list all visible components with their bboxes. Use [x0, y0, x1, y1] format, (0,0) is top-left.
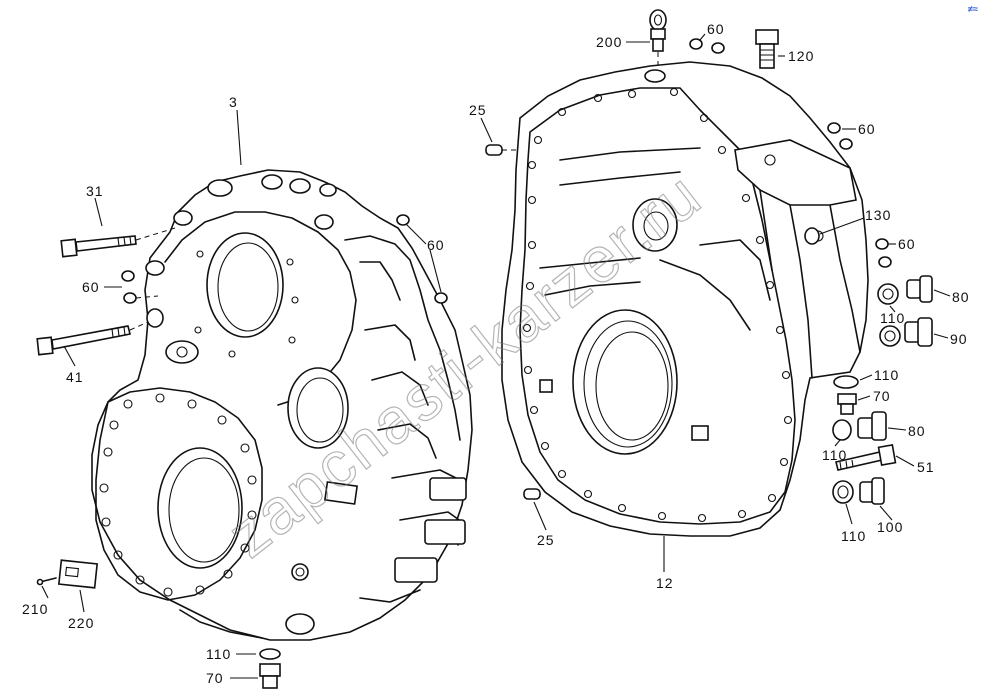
left-housing-bolt-holes: [99, 250, 299, 597]
dowel-pins-60-top: [689, 38, 725, 54]
callout-12: 12: [656, 575, 674, 591]
callout-210: 210: [22, 601, 48, 617]
callout-110-bottom: 110: [206, 646, 231, 662]
dowel-pins-60-mid: [396, 214, 448, 304]
callout-110-d: 110: [841, 528, 866, 544]
callout-60-mid: 60: [427, 237, 445, 253]
callout-labels: 3 31 41 60 60 200 60 120 25 60 130 60 80…: [22, 21, 970, 686]
callout-80-top: 80: [952, 289, 970, 305]
callout-100: 100: [877, 519, 903, 535]
plug-90: [904, 317, 933, 347]
washer-110-c: [833, 375, 859, 389]
callout-60-right: 60: [898, 236, 916, 252]
callout-90: 90: [950, 331, 968, 347]
callout-110-a: 110: [880, 310, 905, 326]
callout-110-b: 110: [874, 367, 899, 383]
plug-100: [859, 477, 885, 505]
callout-25-top: 25: [469, 102, 487, 118]
bolt-51: [835, 443, 897, 471]
plug-80-top: [906, 275, 933, 303]
callout-25-bottom: 25: [537, 532, 555, 548]
callout-60-left: 60: [82, 279, 100, 295]
pin-25-top: [485, 144, 520, 156]
pin-25-bottom: [523, 488, 541, 500]
plug-80-mid: [857, 411, 887, 441]
callout-220: 220: [68, 615, 94, 631]
callout-60-right-top: 60: [858, 121, 876, 137]
callout-110-c: 110: [822, 447, 847, 463]
washer-110-b: [879, 325, 901, 347]
dowel-pins-60-left: [121, 270, 159, 304]
callout-51: 51: [917, 459, 935, 475]
screw-210: [36, 577, 57, 586]
plug-70-right: [837, 393, 857, 415]
corner-mark: ≠≈: [968, 4, 978, 14]
bolt-31: [60, 227, 176, 258]
dowel-pins-60-right: [875, 238, 892, 268]
callout-70-right: 70: [873, 388, 891, 404]
plug-70-bottom: [259, 663, 281, 689]
washer-110-e: [832, 480, 854, 504]
dowel-pins-60-right-top: [827, 122, 853, 150]
leader-lines: [41, 33, 951, 679]
callout-60-top: 60: [707, 21, 725, 37]
washer-110-bottom: [259, 648, 281, 660]
bolt-41: [36, 321, 149, 356]
callout-200: 200: [596, 34, 622, 50]
callout-120: 120: [788, 48, 814, 64]
right-housing-bolt-holes: [522, 87, 824, 523]
washer-110-a: [877, 283, 899, 305]
callout-80-mid: 80: [908, 423, 926, 439]
washer-110-d: [832, 419, 852, 441]
left-housing-part-3: [91, 169, 473, 641]
plug-130: [804, 227, 820, 245]
nameplate-220: [57, 559, 99, 589]
left-housing-top-bosses: [145, 174, 337, 328]
plug-120: [755, 29, 779, 69]
callout-130: 130: [865, 207, 891, 223]
callout-70-bottom: 70: [206, 670, 224, 686]
callout-31: 31: [86, 183, 104, 199]
callout-3: 3: [229, 94, 238, 110]
right-housing-part-12: [501, 61, 869, 537]
eye-bolt-200: [649, 9, 667, 68]
callout-41: 41: [66, 369, 84, 385]
